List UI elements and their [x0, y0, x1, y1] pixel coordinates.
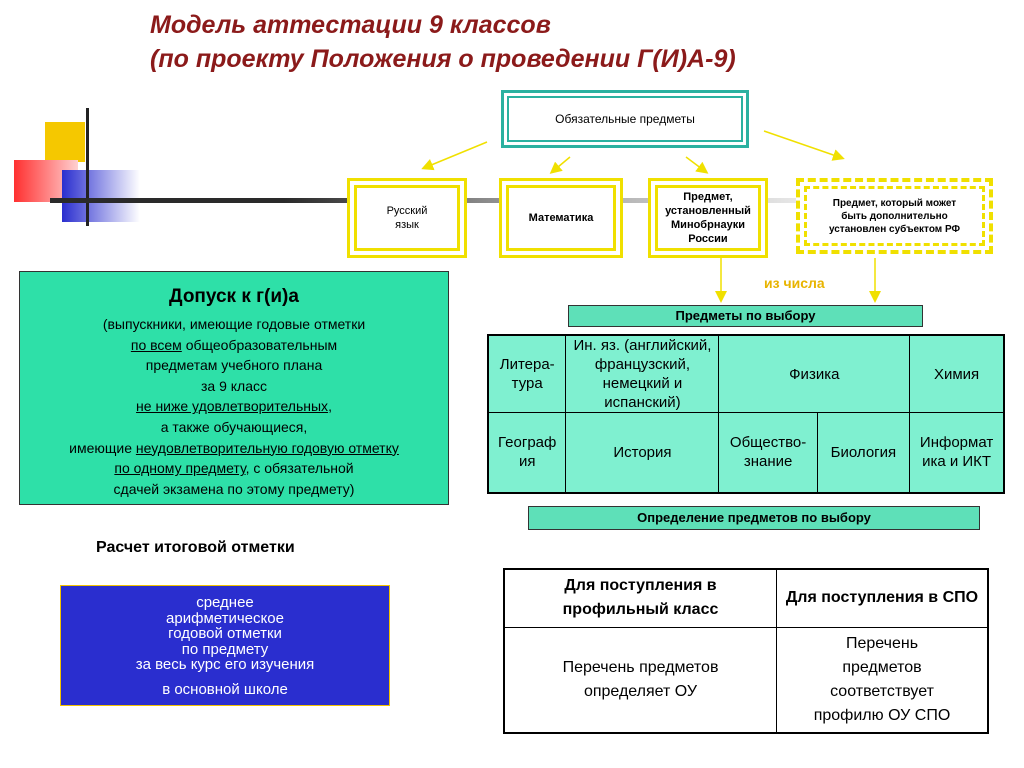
title-line-2: (по проекту Положения о проведении Г(И)А… — [150, 45, 736, 73]
admission-criteria-table: Для поступления в профильный класс Для п… — [503, 568, 989, 734]
final-grade-box: среднее арифметическое годовой отметки п… — [60, 585, 390, 706]
elective-definition-header: Определение предметов по выбору — [528, 506, 980, 530]
table-cell: Биология — [816, 412, 911, 493]
arrow-to-russian — [421, 141, 488, 171]
table-header-cell: Для поступления в СПО — [776, 568, 989, 628]
subject-box-russian: Русский язык — [347, 178, 467, 258]
table-cell: Информат ика и ИКТ — [909, 412, 1005, 493]
admission-line: имеющие неудовлетворительную годовую отм… — [20, 438, 448, 459]
admission-line: по всем общеобразовательным — [20, 335, 448, 356]
arrow-to-ministry — [685, 156, 709, 174]
admission-line: за 9 класс — [200, 377, 267, 394]
subject-label-region: Предмет, который может быть дополнительн… — [828, 197, 961, 235]
table-cell: История — [565, 412, 720, 493]
admission-text: общеобразовательным — [181, 336, 338, 353]
subject-box-ministry: Предмет, установленный Минобрнауки Росси… — [648, 178, 768, 258]
final-grade-line: в основной школе — [162, 680, 288, 698]
admission-box: Допуск к г(и)а (выпускники, имеющие годо… — [19, 271, 449, 505]
final-grade-line: годовой отметки — [168, 625, 282, 642]
admission-line: не ниже удовлетворительных, — [20, 396, 448, 417]
table-cell: Ин. яз. (английский, французский, немецк… — [565, 334, 720, 413]
subject-box-math: Математика — [499, 178, 623, 258]
blue-square — [62, 170, 140, 222]
table-cell: Физика — [718, 334, 911, 413]
mandatory-subjects-label: Обязательные предметы — [555, 112, 695, 126]
table-cell: Химия — [909, 334, 1005, 413]
subject-box-region: Предмет, который может быть дополнительн… — [796, 178, 993, 254]
admission-text: , — [328, 398, 332, 415]
table-cell: Литера-тура — [487, 334, 567, 413]
mandatory-subjects-box: Обязательные предметы — [501, 90, 749, 148]
table-row: Для поступления в профильный класс Для п… — [503, 568, 989, 628]
final-grade-line: по предмету — [181, 640, 269, 658]
admission-line: сдачей экзамена по этому предмету) — [113, 480, 355, 497]
admission-line: по одному предмету, с обязательной — [20, 458, 448, 479]
final-grade-line: арифметическое — [166, 609, 284, 627]
admission-text: имеющие — [69, 439, 136, 456]
final-grade-line: за весь курс его изучения — [135, 656, 315, 673]
table-cell: Географ ия — [487, 412, 567, 493]
admission-line: предметам учебного плана — [145, 357, 323, 374]
admission-text: неудовлетворительную годовую отметку — [135, 439, 399, 456]
admission-text: , с обязательной — [245, 460, 354, 477]
final-grade-title: Расчет итоговой отметки — [96, 539, 295, 556]
admission-line: (выпускники, имеющие годовые отметки — [102, 316, 366, 332]
admission-title: Допуск к г(и)а — [169, 286, 299, 307]
subject-label-math: Математика — [528, 212, 594, 224]
table-header-cell: Для поступления в профильный класс — [503, 568, 777, 628]
table-row: Литера-тура Ин. яз. (английский, француз… — [487, 334, 1005, 413]
arrow-to-math — [549, 156, 571, 174]
admission-text: не ниже удовлетворительных — [136, 398, 329, 415]
arrow-to-region — [763, 130, 845, 161]
subject-label-ministry: Предмет, установленный Минобрнауки Росси… — [665, 191, 751, 245]
admission-text: по одному предмету — [114, 460, 246, 477]
table-cell: Перечень предметов соответствует профилю… — [776, 626, 989, 734]
elective-subjects-table: Литера-тура Ин. яз. (английский, француз… — [487, 334, 1005, 494]
title-line-1: Модель аттестации 9 классов — [150, 11, 551, 39]
yellow-square — [45, 122, 85, 162]
page-title: Модель аттестации 9 классов (по проекту … — [150, 8, 1010, 76]
final-grade-line: среднее — [196, 594, 254, 611]
table-cell: Перечень предметов определяет ОУ — [503, 626, 777, 734]
table-row: Перечень предметов определяет ОУ Перечен… — [503, 626, 989, 734]
admission-text: по всем — [130, 336, 182, 353]
subject-label-russian: Русский язык — [386, 205, 428, 231]
admission-line: а также обучающиеся, — [160, 418, 308, 435]
vertical-line — [86, 108, 89, 226]
table-cell: Общество-знание — [718, 412, 818, 493]
elective-subjects-header: Предметы по выбору — [568, 305, 923, 327]
from-among-label: из числа — [764, 275, 825, 291]
table-row: Географ ия История Общество-знание Биоло… — [487, 412, 1005, 493]
